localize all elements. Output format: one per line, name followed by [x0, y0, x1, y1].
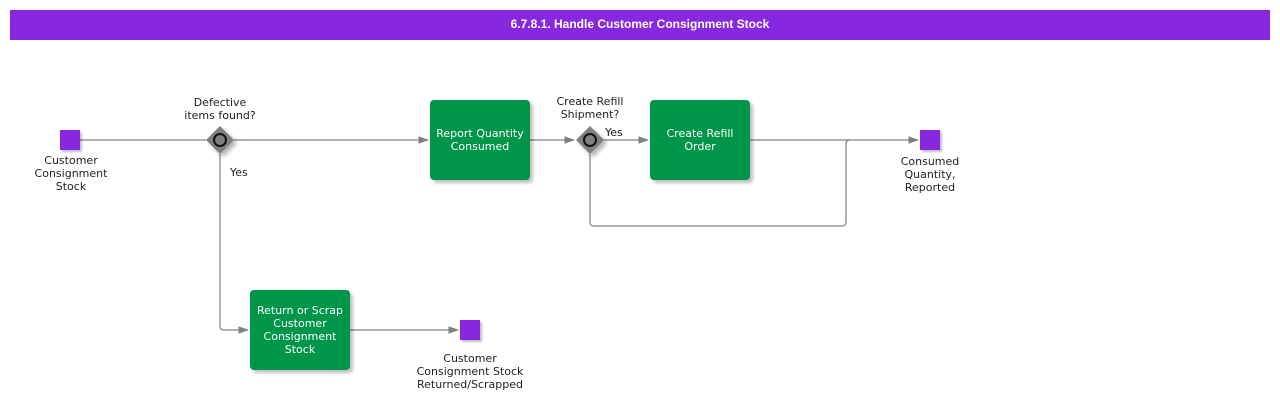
task-report-quantity-consumed[interactable]: Report Quantity Consumed: [430, 100, 530, 180]
label-line: Stock: [284, 343, 316, 356]
label-line: Defective: [193, 96, 247, 109]
task-create-refill-order[interactable]: Create Refill Order: [650, 100, 750, 180]
label-line: Return or Scrap: [256, 304, 344, 317]
label-line: Consignment: [263, 330, 337, 343]
end-event-returned-label: Customer Consignment Stock Returned/Scra…: [405, 352, 535, 391]
label-line: Order: [684, 140, 716, 153]
gateway-circle-icon: [583, 133, 597, 147]
label-line: Customer: [273, 317, 327, 330]
task-label: Create Refill Order: [666, 127, 733, 153]
label-line: Quantity,: [904, 168, 956, 181]
task-label: Report Quantity Consumed: [436, 127, 524, 153]
label-line: Stock: [55, 180, 87, 193]
label-line: Reported: [904, 181, 956, 194]
diagram-title: 6.7.8.1. Handle Customer Consignment Sto…: [510, 17, 770, 31]
start-event: [60, 130, 80, 150]
gateway-defective: [206, 126, 234, 154]
gateway-refill: [576, 126, 604, 154]
task-return-or-scrap-stock[interactable]: Return or Scrap Customer Consignment Sto…: [250, 290, 350, 370]
label-line: Shipment?: [560, 108, 620, 121]
label-line: Returned/Scrapped: [417, 378, 523, 391]
gateway-refill-yes-label: Yes: [605, 126, 623, 139]
task-label: Return or Scrap Customer Consignment Sto…: [257, 304, 343, 356]
end-event-consumed-label: Consumed Quantity, Reported: [880, 155, 980, 194]
end-event-returned: [460, 320, 480, 340]
label-line: Consumed: [450, 140, 510, 153]
label-line: Consignment: [34, 167, 108, 180]
start-event-label: Customer Consignment Stock: [21, 154, 121, 193]
end-event-consumed: [920, 130, 940, 150]
flow-defective-yes-to-return: [219, 154, 250, 334]
diagram-title-bar: 6.7.8.1. Handle Customer Consignment Sto…: [10, 10, 1270, 40]
label-line: Report Quantity: [436, 127, 524, 140]
label-line: Create Refill: [666, 127, 734, 140]
label-line: Create Refill: [556, 95, 624, 108]
label-line: Consignment Stock: [416, 365, 524, 378]
gateway-circle-icon: [213, 133, 227, 147]
gateway-defective-label: Defective items found?: [170, 96, 270, 122]
label-line: items found?: [184, 109, 256, 122]
label-line: Consumed: [900, 155, 960, 168]
flow-refill-no-to-end: [589, 139, 851, 227]
gateway-refill-label: Create Refill Shipment?: [540, 95, 640, 121]
label-line: Customer: [44, 154, 98, 167]
label-line: Customer: [443, 352, 497, 365]
gateway-defective-yes-label: Yes: [230, 166, 248, 179]
